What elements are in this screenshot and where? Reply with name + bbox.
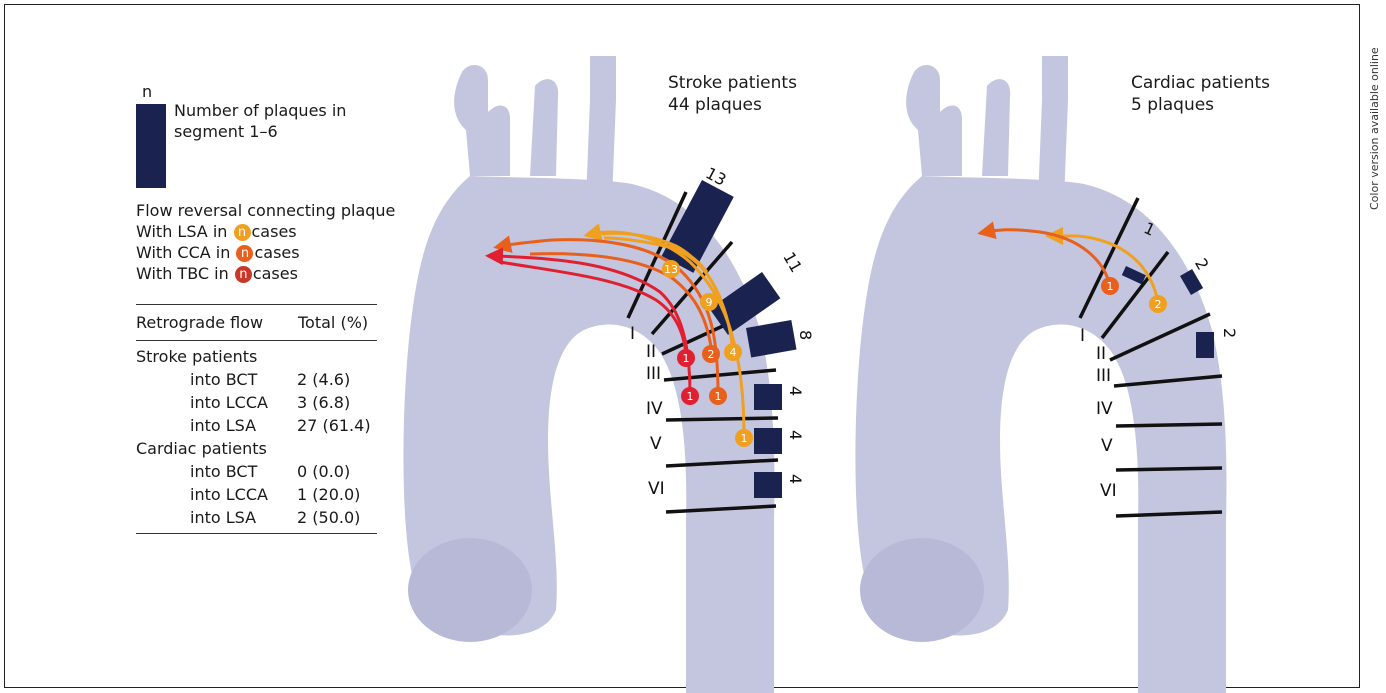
bar-count-label: 2 [1220,328,1239,338]
lsa-marker: 4 [730,346,737,359]
bar-count-label: 2 [1191,255,1213,273]
tbc-marker: 1 [683,352,690,365]
segment-label: III [1096,366,1111,386]
lsa-marker: 1 [741,432,748,445]
segment-label: II [646,342,656,362]
lsa-marker: 9 [706,296,713,309]
segment-label: V [650,434,662,454]
plaque-bar [754,384,782,410]
segment-label: V [1101,436,1113,456]
lsa-marker: 13 [664,263,678,276]
bar-count-label: 4 [786,386,805,396]
plaque-bar [1196,332,1214,358]
segment-label: VI [648,479,665,499]
segment-label: IV [646,399,663,419]
segment-label: II [1096,344,1106,364]
plaque-bar [754,428,782,454]
segment-label: III [646,364,661,384]
cardiac-aorta [855,56,1226,693]
cca-marker: 2 [708,348,715,361]
bar-count-label: 4 [786,430,805,440]
segment-label: VI [1100,481,1117,501]
segment-label: IV [1096,399,1113,419]
cardiac-segment-labels: I II III IV V VI [1080,326,1117,501]
bar-count-label: 11 [779,249,806,276]
plaque-bar [754,472,782,498]
bar-count-label: 8 [796,330,815,340]
cca-marker: 1 [715,390,722,403]
cca-marker: 1 [1107,280,1114,293]
segment-label: I [630,324,635,344]
bar-count-label: 4 [786,474,805,484]
lsa-marker: 2 [1155,298,1162,311]
tbc-marker: 1 [687,390,694,403]
segment-label: I [1080,326,1085,346]
